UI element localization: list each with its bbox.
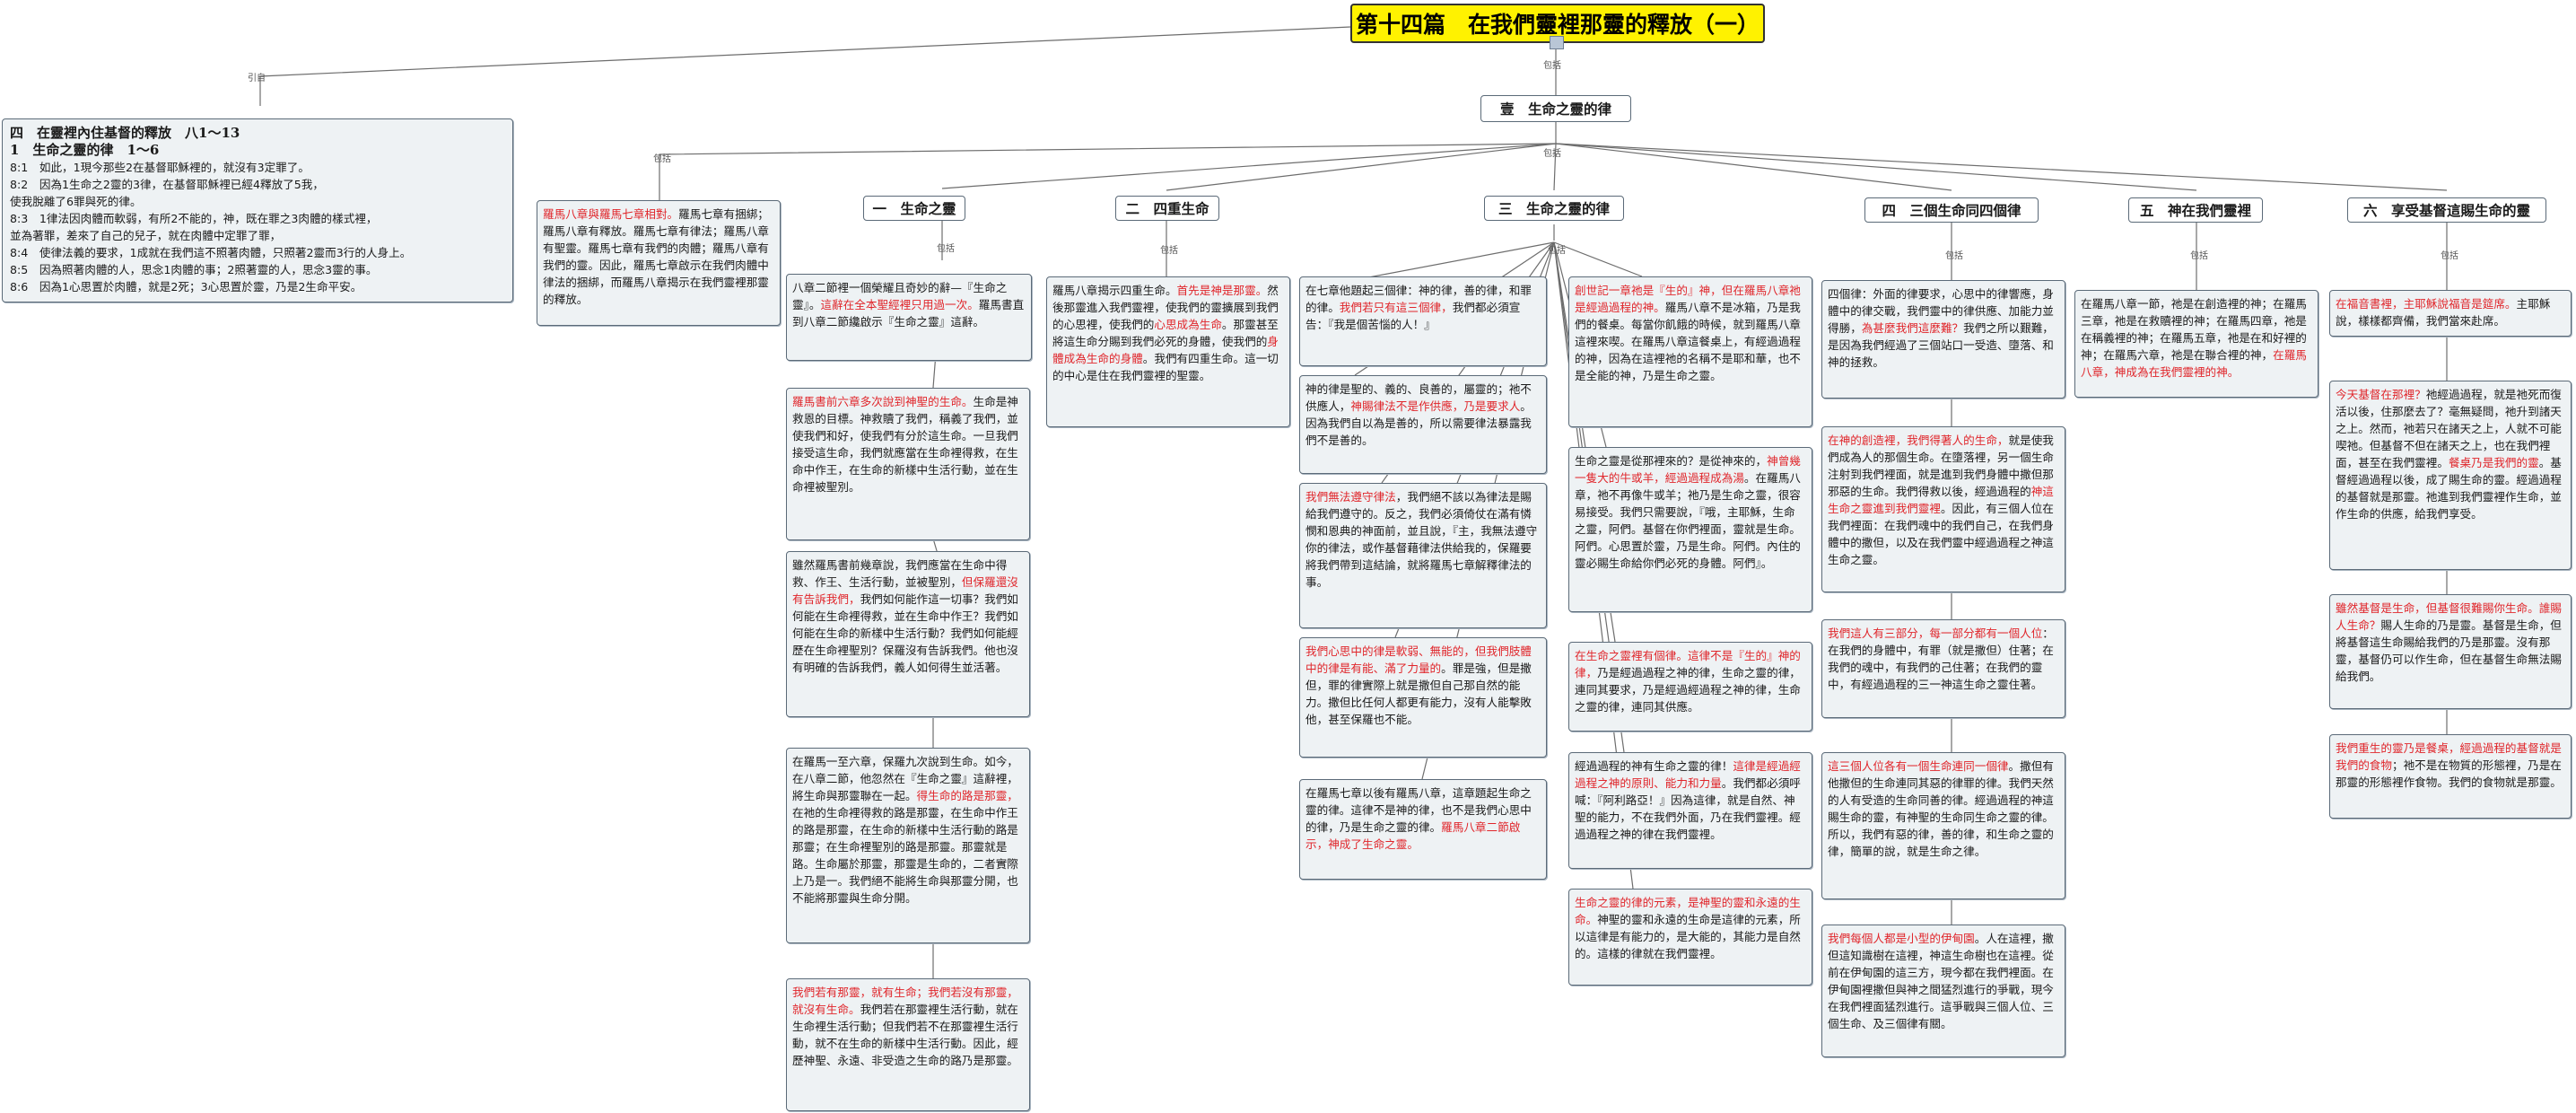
node-law-2[interactable]: 神的律是聖的、義的、良善的，屬靈的；祂不供應人，神賜律法不是作供應，乃是要求人。… [1299,375,1547,474]
verse-line: 8:5 因為照著肉體的人，思念1肉體的事；2照著靈的人，思念3靈的事。 [10,263,378,276]
connector-label-detail: 包括 [1548,246,1566,256]
node-three-lives-2[interactable]: 在神的創造裡，我們得著人的生命，就是使我們成為人的那個生命。在墮落裡，另一個生命… [1821,426,2065,592]
node-law-10[interactable]: 生命之靈的律的元素，是神聖的靈和永遠的生命。神聖的靈和永遠的生命是這律的元素，所… [1568,889,1812,986]
topic-node-god-in-our-spirit[interactable]: 五 神在我們靈裡 [2128,197,2263,223]
verse-line: 8:4 使律法義的要求，1成就在我們這不照著肉體，只照著2靈而3行的人身上。 [10,246,412,259]
verse-line: 8:2 因為1生命之2靈的3律，在基督耶穌裡已經4釋放了5我， [10,178,324,191]
connector-label-detail: 包括 [2441,251,2458,261]
outline-node[interactable]: 四 在靈裡內住基督的釋放 八1～13 1 生命之靈的律 1～6 8:1 如此，1… [2,118,513,302]
connector-label-outline: 包括 [1543,61,1561,71]
node-spirit-3[interactable]: 雖然羅馬書前幾章說，我們應當在生命中得救、作王、生活行動，並被聖別，但保羅還沒有… [786,551,1030,717]
topic-node-enjoy-christ[interactable]: 六 享受基督這賜生命的靈 [2347,197,2546,223]
node-spirit-2[interactable]: 羅馬書前六章多次說到神聖的生命。生命是神救恩的目標。神救贖了我們，稱義了我們，並… [786,388,1030,540]
connector-label-detail: 包括 [2190,251,2208,261]
outline-heading: 四 在靈裡內住基督的釋放 八1～13 [10,125,240,141]
topic-node-spirit-of-life[interactable]: 一 生命之靈 [863,196,965,221]
node-spirit-1[interactable]: 八章二節裡一個榮耀且奇妙的辭—『生命之靈』。這辭在全本聖經裡只用過一次。羅馬書直… [786,274,1032,361]
verse-line: 8:1 如此，1現今那些2在基督耶穌裡的，就沒有3定罪了。 [10,161,310,174]
node-enjoy-2[interactable]: 今天基督在那裡？祂經過過程，就是祂死而復活以後，住那麼去了？毫無疑問，祂升到諸天… [2329,381,2572,570]
node-law-9[interactable]: 經過過程的神有生命之靈的律！這律是經過經過程之神的原則、能力和力量。我們都必須呼… [1568,752,1812,869]
outline-subheading: 1 生命之靈的律 1～6 [10,142,160,158]
node-enjoy-4[interactable]: 我們重生的靈乃是餐桌，經過過程的基督就是我們的食物；祂不是在物質的形態裡，乃是在… [2329,734,2572,819]
node-three-lives-5[interactable]: 我們每個人都是小型的伊甸園。人在這裡，撒但這知識樹在這裡，神這生命樹也在這裡。從… [1821,925,2065,1057]
connector-label-detail: 包括 [653,154,671,164]
node-spirit-5[interactable]: 我們若有那靈，就有生命；我們若沒有那靈，就沒有生命。我們若在那靈裡生活行動，就在… [786,978,1030,1111]
node-law-8[interactable]: 在生命之靈裡有個律。這律不是『生的』神的律，乃是經過過程之神的律，生命之靈的律，… [1568,642,1812,732]
verse-line: 8:3 1律法因肉體而軟弱，有所2不能的，神，既在罪之3肉體的樣式裡， [10,212,378,225]
verse-line: 使我脫離了6罪與死的律。 [10,195,142,208]
node-law-7[interactable]: 生命之靈是從那裡來的？是從神來的，神曾幾一隻大的牛或羊，經過過程成為湯。在羅馬八… [1568,447,1812,612]
node-law-5[interactable]: 在羅馬七章以後有羅馬八章，這章題起生命之靈的律。這律不是神的律，也不是我們心思中… [1299,779,1547,880]
node-god-in-spirit-1[interactable]: 在羅馬八章一節，祂是在創造裡的神；在羅馬三章，祂是在救贖裡的神；在羅馬四章，祂是… [2074,290,2318,398]
verse-line: 8:6 因為1心思置於肉體，就是2死；3心思置於靈，乃是2生命平安。 [10,280,362,294]
node-fourfold-1[interactable]: 羅馬八章揭示四重生命。首先是神是那靈。然後那靈進入我們靈裡，使我們的靈擴展到我們… [1046,276,1290,427]
topic-node-law-of-spirit[interactable]: 三 生命之靈的律 [1484,196,1624,221]
node-three-lives-3[interactable]: 我們這人有三部分，每一部分都有一個人位：在我們的身體中，有罪（就是撒但）住著；在… [1821,619,2065,718]
node-three-lives-1[interactable]: 四個律：外面的律要求，心思中的律響應，身體中的律交戰，我們靈中的律供應、加能力並… [1821,280,2065,399]
node-enjoy-1[interactable]: 在福音書裡，主耶穌說福音是筵席。主耶穌說，樣樣都齊備，我們當來赴席。 [2329,290,2572,337]
node-law-1[interactable]: 在七章他題起三個律：神的律，善的律，和罪的律。我們若只有這三個律，我們都必須宣告… [1299,276,1547,366]
connector-label-detail: 包括 [1543,149,1561,159]
connector-label-detail: 包括 [1160,246,1178,256]
connector-label-detail: 包括 [937,244,955,254]
node-enjoy-3[interactable]: 雖然基督是生命，但基督很難賜你生命。誰賜人生命？賜人生命的乃是靈。基督是生命，但… [2329,594,2572,709]
topic-node-fourfold-life[interactable]: 二 四重生命 [1115,196,1219,221]
topic-node-three-lives-four-laws[interactable]: 四 三個生命同四個律 [1864,197,2039,223]
node-intro[interactable]: 羅馬八章與羅馬七章相對。羅馬七章有捆綁；羅馬八章有釋放。羅馬七章有律法；羅馬八章… [537,200,781,326]
node-law-6[interactable]: 創世記一章祂是『生的』神，但在羅馬八章祂是經過過程的神。羅馬八章不是冰箱，乃是我… [1568,276,1812,427]
node-spirit-4[interactable]: 在羅馬一至六章，保羅九次說到生命。如今，在八章二節，他忽然在『生命之靈』這辭裡，… [786,748,1030,943]
expand-toggle-icon[interactable] [1550,36,1564,49]
node-three-lives-4[interactable]: 這三個人位各有一個生命連同一個律。撒但有他撒但的生命連同其惡的律罪的律。我們天然… [1821,752,2065,899]
connector-label-cite: 引自 [248,74,266,83]
verse-line: 並為著罪，差來了自己的兒子，就在肉體中定罪了罪， [10,229,282,242]
connector-label-detail: 包括 [1945,251,1963,261]
node-law-3[interactable]: 我們無法遵守律法，我們絕不該以為律法是賜給我們遵守的。反之，我們必須倚仗在滿有憐… [1299,483,1547,628]
main-topic-node[interactable]: 壹 生命之靈的律 [1480,95,1631,122]
node-law-4[interactable]: 我們心思中的律是軟弱、無能的，但我們肢體中的律是有能、滿了力量的。罪是強，但是撒… [1299,637,1547,758]
